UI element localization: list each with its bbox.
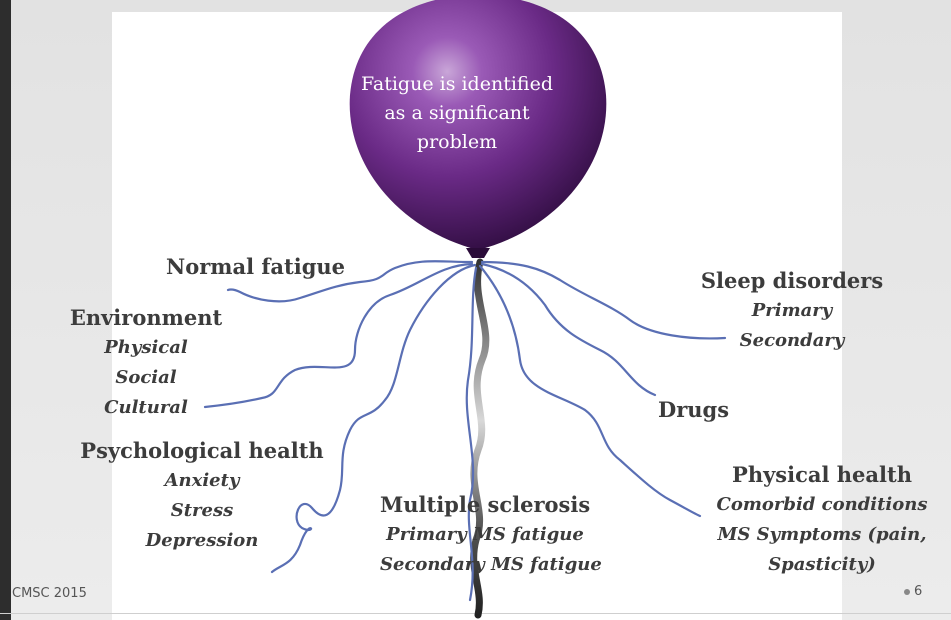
balloon-text-line-3: problem [352, 128, 562, 157]
label-sleep-sub-1: Primary [692, 296, 892, 326]
string-sleep [482, 262, 725, 338]
label-sleep-disorders: Sleep disorders Primary Secondary [692, 266, 892, 356]
label-ms-sub-2: Secondary MS fatigue [380, 550, 590, 580]
string-drugs [482, 264, 655, 395]
label-sleep-sub-2: Secondary [692, 326, 892, 356]
balloon-text-line-1: Fatigue is identified [352, 70, 562, 99]
balloon-text: Fatigue is identified as a significant p… [352, 70, 562, 157]
label-physical-sub-2: MS Symptoms (pain, [704, 520, 940, 550]
balloon-knot [466, 248, 490, 258]
label-normal-fatigue: Normal fatigue [166, 252, 345, 282]
label-physical-sub-1: Comorbid conditions [704, 490, 940, 520]
label-physical-head: Physical health [704, 460, 940, 490]
label-drugs: Drugs [658, 395, 729, 425]
label-environment-head: Environment [66, 303, 226, 333]
bullet-dot-icon [904, 589, 910, 595]
label-psychological-sub-2: Stress [74, 496, 330, 526]
page-number: 6 [904, 584, 922, 599]
label-environment-sub-1: Physical [66, 333, 226, 363]
label-normal-fatigue-head: Normal fatigue [166, 252, 345, 282]
label-psychological-sub-1: Anxiety [74, 466, 330, 496]
footer-conference: CMSC 2015 [12, 586, 87, 601]
label-ms-head: Multiple sclerosis [380, 490, 590, 520]
label-multiple-sclerosis: Multiple sclerosis Primary MS fatigue Se… [380, 490, 590, 580]
label-psychological-health: Psychological health Anxiety Stress Depr… [74, 436, 330, 556]
balloon-text-line-2: as a significant [352, 99, 562, 128]
label-physical-health: Physical health Comorbid conditions MS S… [704, 460, 940, 580]
label-environment-sub-3: Cultural [66, 393, 226, 423]
label-psychological-head: Psychological health [74, 436, 330, 466]
label-environment: Environment Physical Social Cultural [66, 303, 226, 423]
label-ms-sub-1: Primary MS fatigue [380, 520, 590, 550]
label-physical-sub-3: Spasticity) [704, 550, 940, 580]
footer-text: CMSC 2015 [12, 586, 87, 601]
label-sleep-head: Sleep disorders [692, 266, 892, 296]
label-drugs-head: Drugs [658, 395, 729, 425]
page-number-value: 6 [914, 584, 922, 599]
label-environment-sub-2: Social [66, 363, 226, 393]
string-physical [480, 266, 700, 516]
label-psychological-sub-3: Depression [74, 526, 330, 556]
